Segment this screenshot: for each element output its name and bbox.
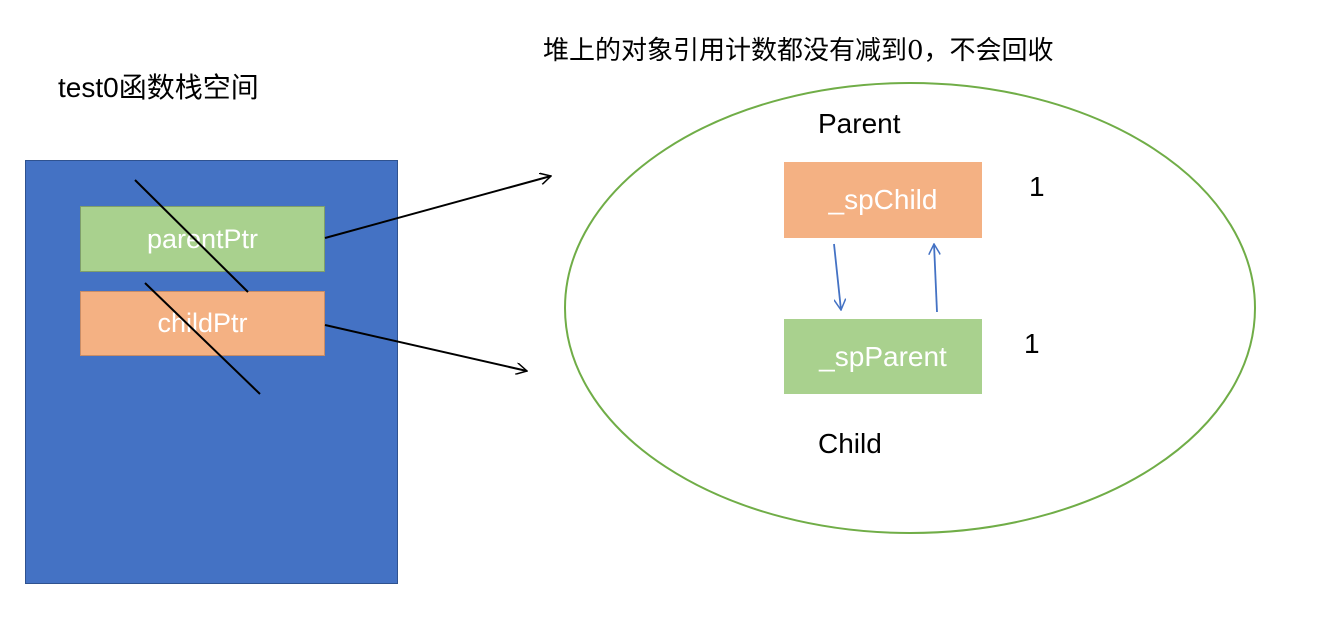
sp-parent-box: _spParent [784,319,982,394]
strike-child-ptr [144,282,261,395]
heap-caption: 堆上的对象引用计数都没有减到0，不会回收 [543,36,1054,66]
stack-title: test0函数栈空间 [58,72,259,103]
child-label: Child [818,428,882,459]
arrow-child-ptr [324,324,527,371]
sp-child-label: _spChild [828,184,938,215]
parent-ref-count: 1 [1029,171,1045,202]
parent-ptr-box: parentPtr [80,206,325,272]
sp-child-box: _spChild [784,162,982,238]
arrow-spchild-to-child [833,243,841,310]
parent-ptr-label: parentPtr [146,223,259,254]
sp-parent-label: _spParent [819,340,947,372]
child-ptr-label: childPtr [157,308,248,338]
child-ptr-box: childPtr [80,291,325,356]
heap-ellipse [564,82,1256,534]
strike-parent-ptr [134,179,249,293]
parent-label: Parent [818,108,901,139]
arrow-parent-ptr [324,176,551,239]
child-ref-count: 1 [1024,328,1040,359]
arrow-spparent-to-parent [934,244,937,313]
